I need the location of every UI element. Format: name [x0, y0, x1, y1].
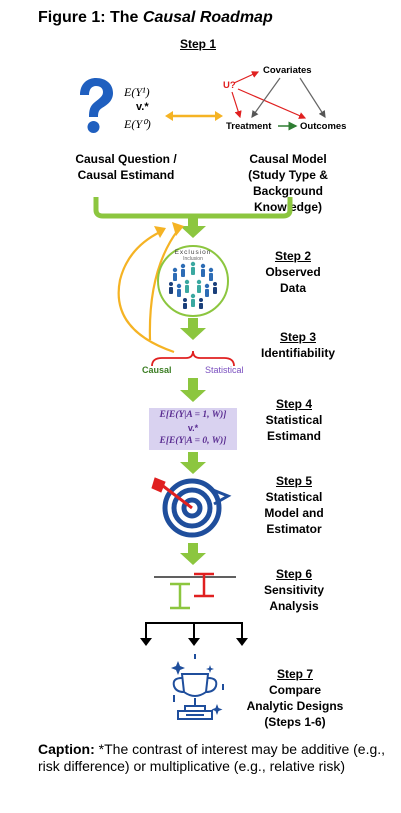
question-mark-icon [80, 78, 113, 133]
step7-line3: (Steps 1-6) [264, 715, 326, 729]
step7-line1: Compare [268, 683, 321, 697]
question-label: Causal Question / Causal Estimand [68, 151, 184, 183]
brace-causal: Causal [142, 365, 172, 375]
formula-vs: v.* [187, 423, 199, 433]
caption: Caption: *The contrast of interest may b… [38, 741, 398, 775]
step5-heading: Step 5 [275, 474, 312, 488]
target-icon [151, 477, 232, 538]
figure-title-italic: Causal Roadmap [142, 9, 273, 26]
step4-line1: Statistical [265, 413, 323, 427]
yellow-double-arrow [165, 111, 223, 121]
circle-inclusion-text: Inclusion [183, 256, 203, 262]
dag-treatment: Treatment [226, 121, 272, 132]
circle-exclusion-text: Exclusion [174, 249, 212, 256]
step3-line1: Identifiability [260, 346, 335, 360]
arrow-step5-step6 [180, 543, 206, 565]
identifiability-brace [151, 350, 235, 367]
step7-label: Step 7 Compare Analytic Designs (Steps 1… [240, 666, 350, 730]
statistical-estimand-box [149, 408, 237, 450]
observed-data-circle [157, 245, 229, 317]
model-label-line1: Causal Model [249, 152, 327, 166]
estimand-vs: v.* [136, 101, 149, 113]
step2-label: Step 2 Observed Data [248, 248, 338, 296]
step2-heading: Step 2 [274, 249, 311, 263]
yellow-arrowhead-inner [172, 222, 184, 236]
step7-line2: Analytic Designs [246, 699, 344, 713]
step2-line2: Data [279, 281, 306, 295]
trophy-icon [171, 654, 224, 720]
step6-label: Step 6 Sensitivity Analysis [249, 566, 339, 614]
formula-bottom: E[E(Y|A = 0, W)] [159, 436, 227, 446]
step5-line3: Estimator [266, 522, 322, 536]
yellow-feedback-inner [148, 229, 179, 341]
step2-line1: Observed [265, 265, 321, 279]
yellow-arrowhead-outer [154, 226, 166, 238]
step6-line2: Analysis [269, 599, 319, 613]
arrow-step1-step2 [180, 218, 206, 238]
branch-arrows [140, 622, 248, 646]
arrow-step3-step4 [180, 378, 206, 402]
step5-line2: Model and [264, 506, 324, 520]
step3-label: Step 3 Identifiability [253, 329, 343, 361]
dag-u: U? [223, 80, 236, 91]
step5-label: Step 5 Statistical Model and Estimator [249, 473, 339, 537]
figure-title: Figure 1: The Causal Roadmap [38, 9, 273, 27]
estimand-bottom: E(Y⁰) [124, 117, 151, 131]
step3-heading: Step 3 [279, 330, 316, 344]
step7-heading: Step 7 [276, 667, 313, 681]
step5-line1: Statistical [265, 490, 323, 504]
people-icons [169, 261, 217, 309]
step6-line1: Sensitivity [263, 583, 325, 597]
question-label-line1: Causal Question / [75, 152, 177, 166]
yellow-feedback-outer [117, 231, 175, 354]
model-label: Causal Model (Study Type & Background Kn… [218, 151, 358, 215]
caption-text: *The contrast of interest may be additiv… [38, 741, 386, 774]
arrow-step4-step5 [180, 452, 206, 474]
step4-line2: Estimand [266, 429, 321, 443]
step1-heading: Step 1 [180, 37, 217, 51]
sensitivity-icon [154, 572, 236, 610]
caption-label: Caption: [38, 741, 95, 757]
question-label-line2: Causal Estimand [77, 168, 175, 182]
step4-heading: Step 4 [275, 397, 312, 411]
step6-heading: Step 6 [275, 567, 312, 581]
arrow-step2-step3 [180, 318, 206, 340]
model-label-line2: (Study Type & [248, 168, 328, 182]
formula-top: E[E(Y|A = 1, W)] [159, 410, 227, 420]
estimand-top: E(Y¹) [124, 85, 150, 99]
dag-outcomes: Outcomes [300, 121, 347, 132]
merge-bracket [93, 197, 293, 219]
figure-title-prefix: Figure 1: The [38, 9, 143, 26]
step4-label: Step 4 Statistical Estimand [249, 396, 339, 444]
green-down-arrows [180, 218, 206, 565]
brace-statistical: Statistical [205, 365, 244, 375]
dag-covariates: Covariates [263, 65, 312, 76]
